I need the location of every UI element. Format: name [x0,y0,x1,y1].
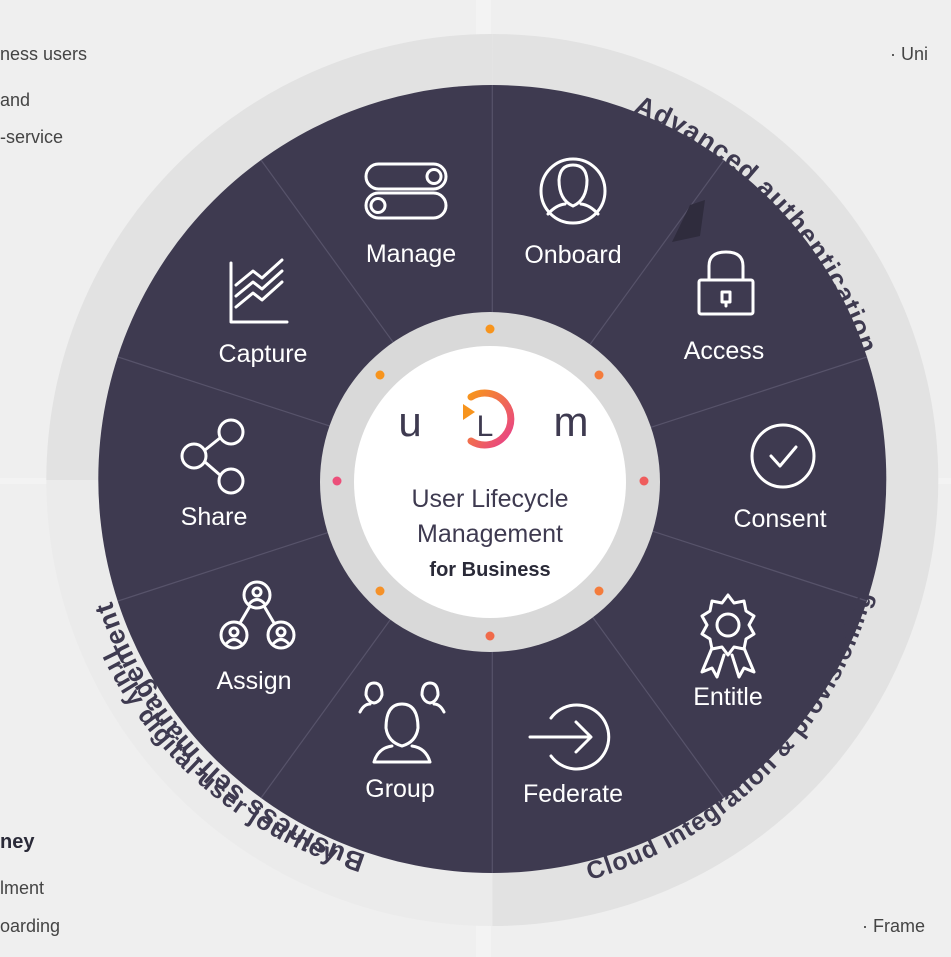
cloud-bullet-1: · Frame [862,916,925,936]
ulm-logo: u L m [398,389,589,449]
center-title-line-2: Management [417,520,563,548]
segment-label-consent: Consent [733,505,826,533]
logo-ring [467,389,515,449]
segment-label-federate: Federate [523,780,623,808]
segment-label-manage: Manage [366,240,456,268]
digital-heading: ney [0,831,35,853]
digital-bullet-2: oarding [0,916,61,936]
segment-label-assign: Assign [216,667,291,695]
decorative-notch [672,200,705,242]
share-icon [180,418,245,495]
lock-icon [697,250,755,316]
logo-letter-l: L [477,410,494,443]
advanced-bullet-1: · Uni [890,44,929,64]
user-circle-icon [539,157,607,225]
award-ribbon-icon [700,593,756,679]
group-icon [358,681,446,764]
arrow-circle-icon [528,703,611,771]
logo-letter-m: m [554,398,589,445]
segment-label-capture: Capture [219,340,308,368]
business-bullet-1: ness users [0,44,88,64]
segment-label-onboard: Onboard [524,241,621,269]
segment-label-access: Access [684,337,765,365]
business-bullet-2: and [0,90,31,110]
line-chart-icon [229,258,289,324]
hub-dots [332,324,649,641]
check-circle-icon [750,423,816,489]
center-title-line-1: User Lifecycle [412,485,569,513]
segment-label-share: Share [181,503,248,531]
segment-label-entitle: Entitle [693,683,762,711]
center-subtitle: for Business [429,559,550,581]
toggle-switches-icon [364,162,448,220]
logo-letter-u: u [398,398,421,445]
digital-bullet-1: lment [0,878,45,898]
center-disc [354,346,626,618]
user-hierarchy-icon [219,580,296,650]
segment-label-group: Group [365,775,434,803]
logo-arrow [463,404,475,420]
business-bullet-3: -service [0,127,64,147]
